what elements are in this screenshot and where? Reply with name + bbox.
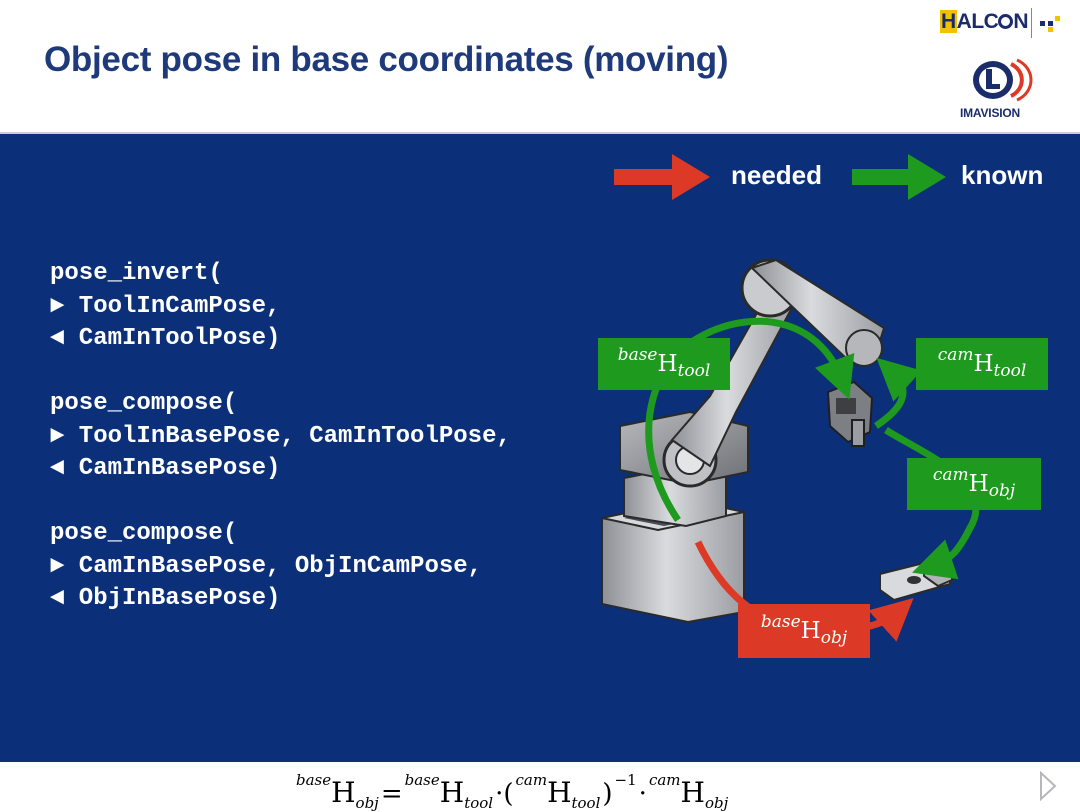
halcon-dots-icon (1040, 16, 1060, 32)
label-main: H (800, 618, 821, 644)
label-sub: obj (988, 481, 1016, 501)
imavision-emblem-icon (973, 58, 1033, 102)
formula-sub: tool (464, 794, 494, 812)
label-sup: base (760, 612, 801, 632)
legend-needed-label: needed (731, 160, 823, 190)
code-line: ◄ CamInBasePose) (50, 455, 281, 482)
label-sup: cam (937, 345, 974, 365)
slide-header: Object pose in base coordinates (moving)… (0, 0, 1080, 132)
formula-h: H (547, 776, 572, 809)
code-line: pose_invert( (50, 260, 223, 287)
robot-forearm (740, 258, 886, 367)
header-divider (0, 132, 1080, 134)
pose-formula: base H obj = base H tool ·( cam H tool )… (296, 765, 729, 812)
code-line: ◄ ObjInBasePose) (50, 585, 281, 612)
cam-to-tool-arrow (874, 357, 922, 429)
halcon-logo-separator (1031, 8, 1032, 38)
formula-sup: base (404, 771, 440, 789)
code-line: pose_compose( (50, 390, 238, 417)
formula-operator: · (638, 779, 647, 809)
formula-h: H (439, 776, 465, 809)
label-main: H (657, 351, 678, 377)
legend-known-label: known (961, 160, 1044, 190)
formula-operator: ) (602, 779, 613, 809)
label-sub: tool (677, 361, 711, 381)
needed-arrow-icon (614, 154, 710, 200)
formula-h: H (331, 776, 356, 809)
next-slide-icon[interactable] (1039, 771, 1057, 801)
formula-sub: tool (571, 794, 601, 812)
formula-equals: = (380, 779, 403, 809)
label-sub: tool (993, 361, 1027, 381)
known-arrow-icon (852, 154, 946, 200)
label-main: H (973, 351, 994, 377)
formula-operator: ·( (495, 779, 514, 809)
code-listing: pose_invert( ► ToolInCamPose, ◄ CamInToo… (50, 258, 511, 616)
imavision-logo-text: IMAVISION (960, 106, 1020, 120)
robot-arm-illustration (601, 258, 980, 642)
label-sup: base (617, 345, 658, 365)
code-line: ◄ CamInToolPose) (50, 325, 281, 352)
slide-footer (0, 762, 1080, 810)
imavision-logo-icon: IMAVISION (955, 56, 1055, 124)
label-main: H (968, 471, 989, 497)
content-panel (0, 132, 1080, 762)
formula-sup: cam (515, 771, 548, 789)
robot-diagram (580, 220, 1060, 760)
label-sup: cam (932, 465, 969, 485)
formula-exponent: −1 (614, 771, 637, 789)
code-line: pose_compose( (50, 520, 238, 547)
code-line: ► CamInBasePose, ObjInCamPose, (50, 552, 483, 580)
robot-gripper (826, 380, 874, 447)
code-line: ► ToolInBasePose, CamInToolPose, (50, 422, 511, 450)
formula-h: H (680, 776, 705, 809)
formula-sup: base (296, 771, 332, 789)
formula-sub: obj (355, 794, 379, 812)
slide-title: Object pose in base coordinates (moving) (44, 40, 729, 79)
code-line: ► ToolInCamPose, (50, 292, 281, 320)
code-spacer (50, 486, 511, 519)
label-sub: obj (820, 628, 848, 648)
code-spacer (50, 356, 511, 389)
formula-sub: obj (704, 794, 729, 812)
formula-sup: cam (648, 771, 681, 789)
